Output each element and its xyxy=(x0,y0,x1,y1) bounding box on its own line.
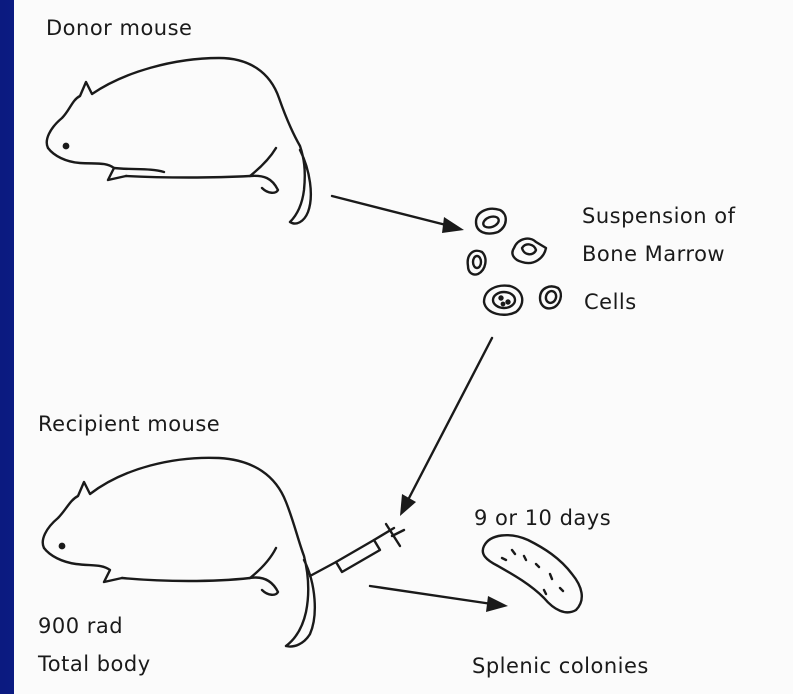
arrow-donor-to-cells xyxy=(332,196,464,233)
recipient-mouse-label: Recipient mouse xyxy=(38,412,220,436)
bone-marrow-cells xyxy=(468,209,561,315)
diagram-drawing xyxy=(14,0,793,694)
donor-mouse-label: Donor mouse xyxy=(46,16,192,40)
syringe xyxy=(310,524,404,576)
dose-label-line1: 900 rad xyxy=(38,614,123,638)
days-label: 9 or 10 days xyxy=(474,506,611,530)
suspension-label-line3: Cells xyxy=(584,290,637,314)
dose-label-line2: Total body xyxy=(38,652,151,676)
diagram-panel: Donor mouse Suspension of Bone Marrow Ce… xyxy=(14,0,793,694)
donor-mouse xyxy=(47,58,311,224)
suspension-label-line2: Bone Marrow xyxy=(582,242,725,266)
spleen-colonies xyxy=(483,535,582,612)
splenic-colonies-label: Splenic colonies xyxy=(472,654,649,678)
arrow-cells-to-recipient xyxy=(400,338,492,516)
suspension-label-line1: Suspension of xyxy=(582,204,736,228)
arrow-recipient-to-spleen xyxy=(370,586,508,612)
